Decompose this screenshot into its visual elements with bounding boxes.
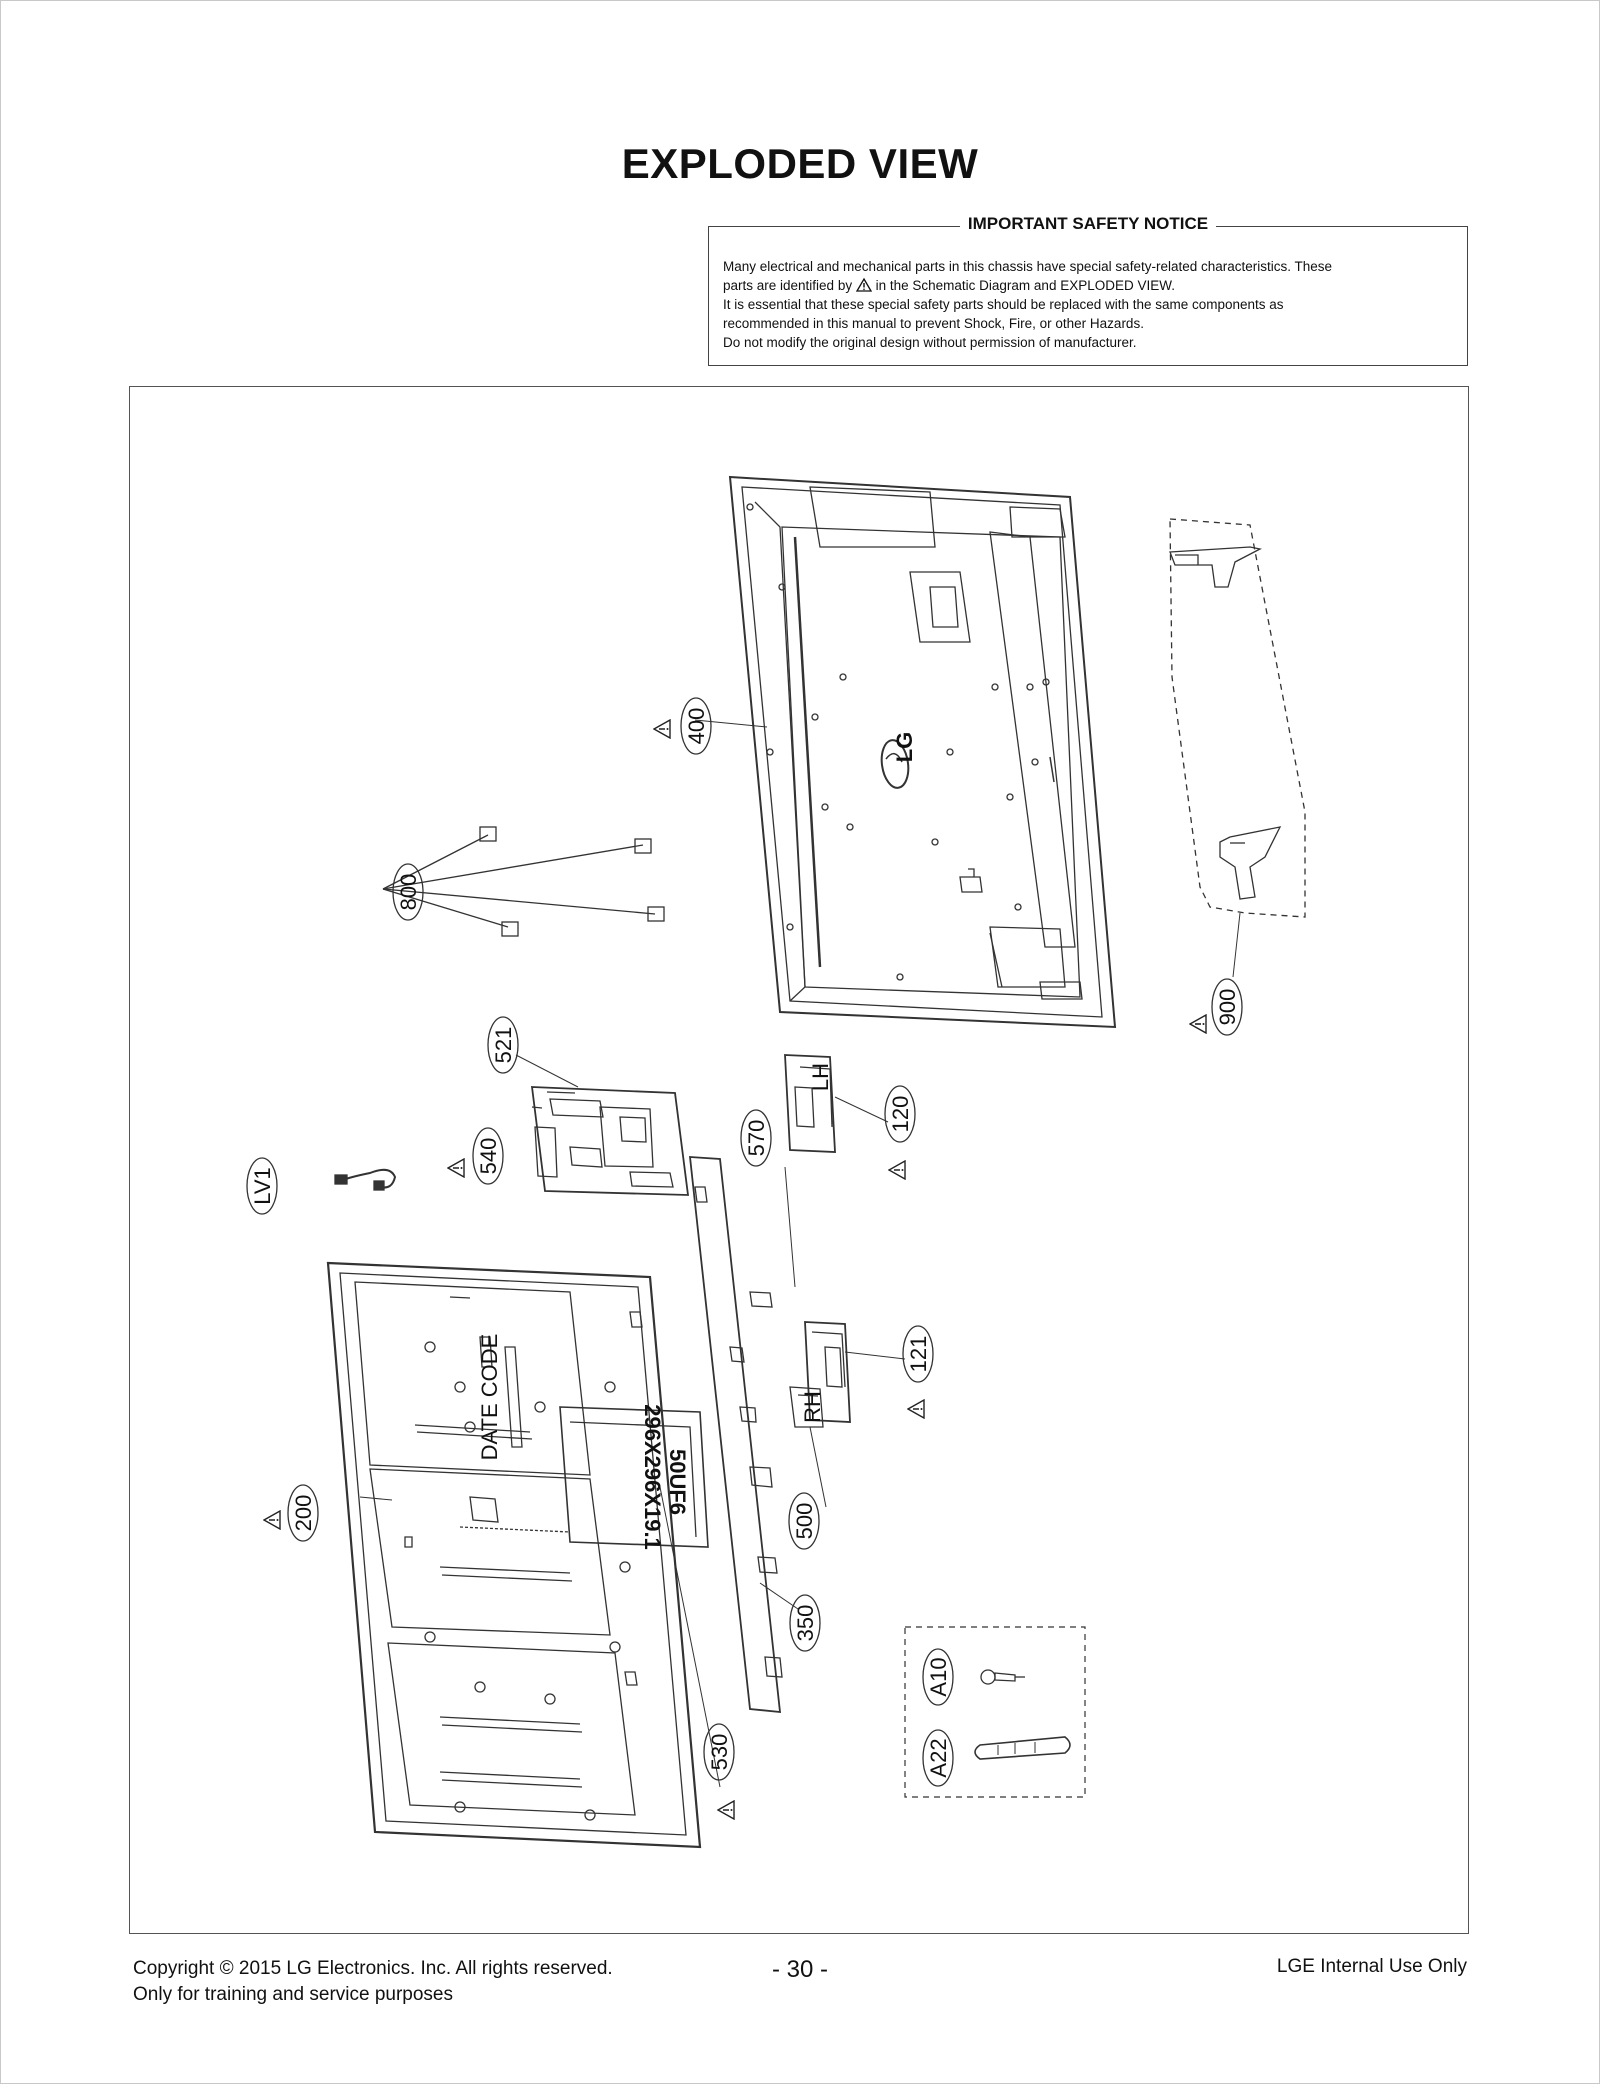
copyright-text: Copyright © 2015 LG Electronics. Inc. Al…: [133, 1958, 613, 1979]
callout-lv1: LV1: [250, 1167, 275, 1205]
callout-900: 900: [1215, 989, 1240, 1026]
main-board-part: [515, 1054, 690, 1196]
callout-200: 200: [291, 1495, 316, 1532]
safety-notice-box: IMPORTANT SAFETY NOTICE Many electrical …: [708, 214, 1468, 366]
footer-left: Copyright © 2015 LG Electronics. Inc. Al…: [133, 1956, 613, 2008]
page-title: EXPLODED VIEW: [621, 140, 979, 187]
back-cover-part: [694, 475, 1117, 1029]
exploded-view-svg: LG: [246, 475, 1306, 1849]
exploded-view-drawing: LG: [129, 386, 1469, 1934]
callout-400: 400: [684, 708, 709, 745]
warning-triangle-icon: [447, 1158, 465, 1178]
warning-triangle-icon: [907, 1399, 925, 1419]
panel-code-label: 50UF6: [665, 1449, 690, 1515]
callout-570: 570: [744, 1120, 769, 1157]
notice-line: parts are identified by in the Schematic…: [723, 276, 1453, 295]
page-number: - 30 -: [771, 1956, 828, 1983]
notice-line: It is essential that these special safet…: [723, 297, 1284, 312]
callout-350: 350: [793, 1605, 818, 1642]
callout-800: 800: [396, 874, 421, 911]
stand-part: [1169, 518, 1306, 978]
callout-521: 521: [491, 1027, 516, 1064]
module-frame-part: [326, 1261, 702, 1849]
safety-notice-body: Many electrical and mechanical parts in …: [723, 257, 1453, 352]
speaker-rh-label: RH: [800, 1391, 825, 1423]
notice-line: Many electrical and mechanical parts in …: [723, 259, 1333, 274]
panel-code-label: 296X296X19.1: [640, 1404, 665, 1550]
date-code-label: DATE CODE: [477, 1334, 502, 1461]
warning-triangle-icon: [888, 1160, 906, 1180]
notice-line-part: parts are identified by: [723, 278, 853, 293]
warning-triangle-icon: [1189, 1014, 1207, 1034]
callout-120: 120: [888, 1096, 913, 1133]
logo-text: LG: [892, 732, 917, 763]
notice-line: recommended in this manual to prevent Sh…: [723, 316, 1144, 331]
notice-line: Do not modify the original design withou…: [723, 335, 1137, 350]
callout-a10: A10: [926, 1657, 951, 1696]
panel-sheet-part: [559, 1406, 721, 1788]
callout-121: 121: [906, 1336, 931, 1373]
callout-530: 530: [707, 1734, 732, 1771]
callout-a22: A22: [926, 1738, 951, 1777]
purpose-text: Only for training and service purposes: [133, 1984, 453, 2005]
speaker-part: [784, 1054, 906, 1423]
warning-triangle-icon: [263, 1510, 281, 1530]
accessory-part: [904, 1626, 1086, 1798]
lv1-cable-part: [334, 1168, 397, 1191]
warning-triangle-icon: [653, 719, 671, 739]
notice-line-part: in the Schematic Diagram and EXPLODED VI…: [875, 278, 1175, 293]
connector-part: [382, 826, 665, 937]
internal-use-text: LGE Internal Use Only: [1276, 1956, 1467, 1977]
warning-triangle-icon: [855, 278, 872, 292]
bracket-part: [688, 1156, 827, 1714]
speaker-lh-label: LH: [808, 1063, 833, 1091]
callout-500: 500: [792, 1503, 817, 1540]
safety-notice-heading: IMPORTANT SAFETY NOTICE: [959, 214, 1217, 233]
callout-540: 540: [476, 1138, 501, 1175]
warning-triangle-icon: [717, 1800, 735, 1820]
